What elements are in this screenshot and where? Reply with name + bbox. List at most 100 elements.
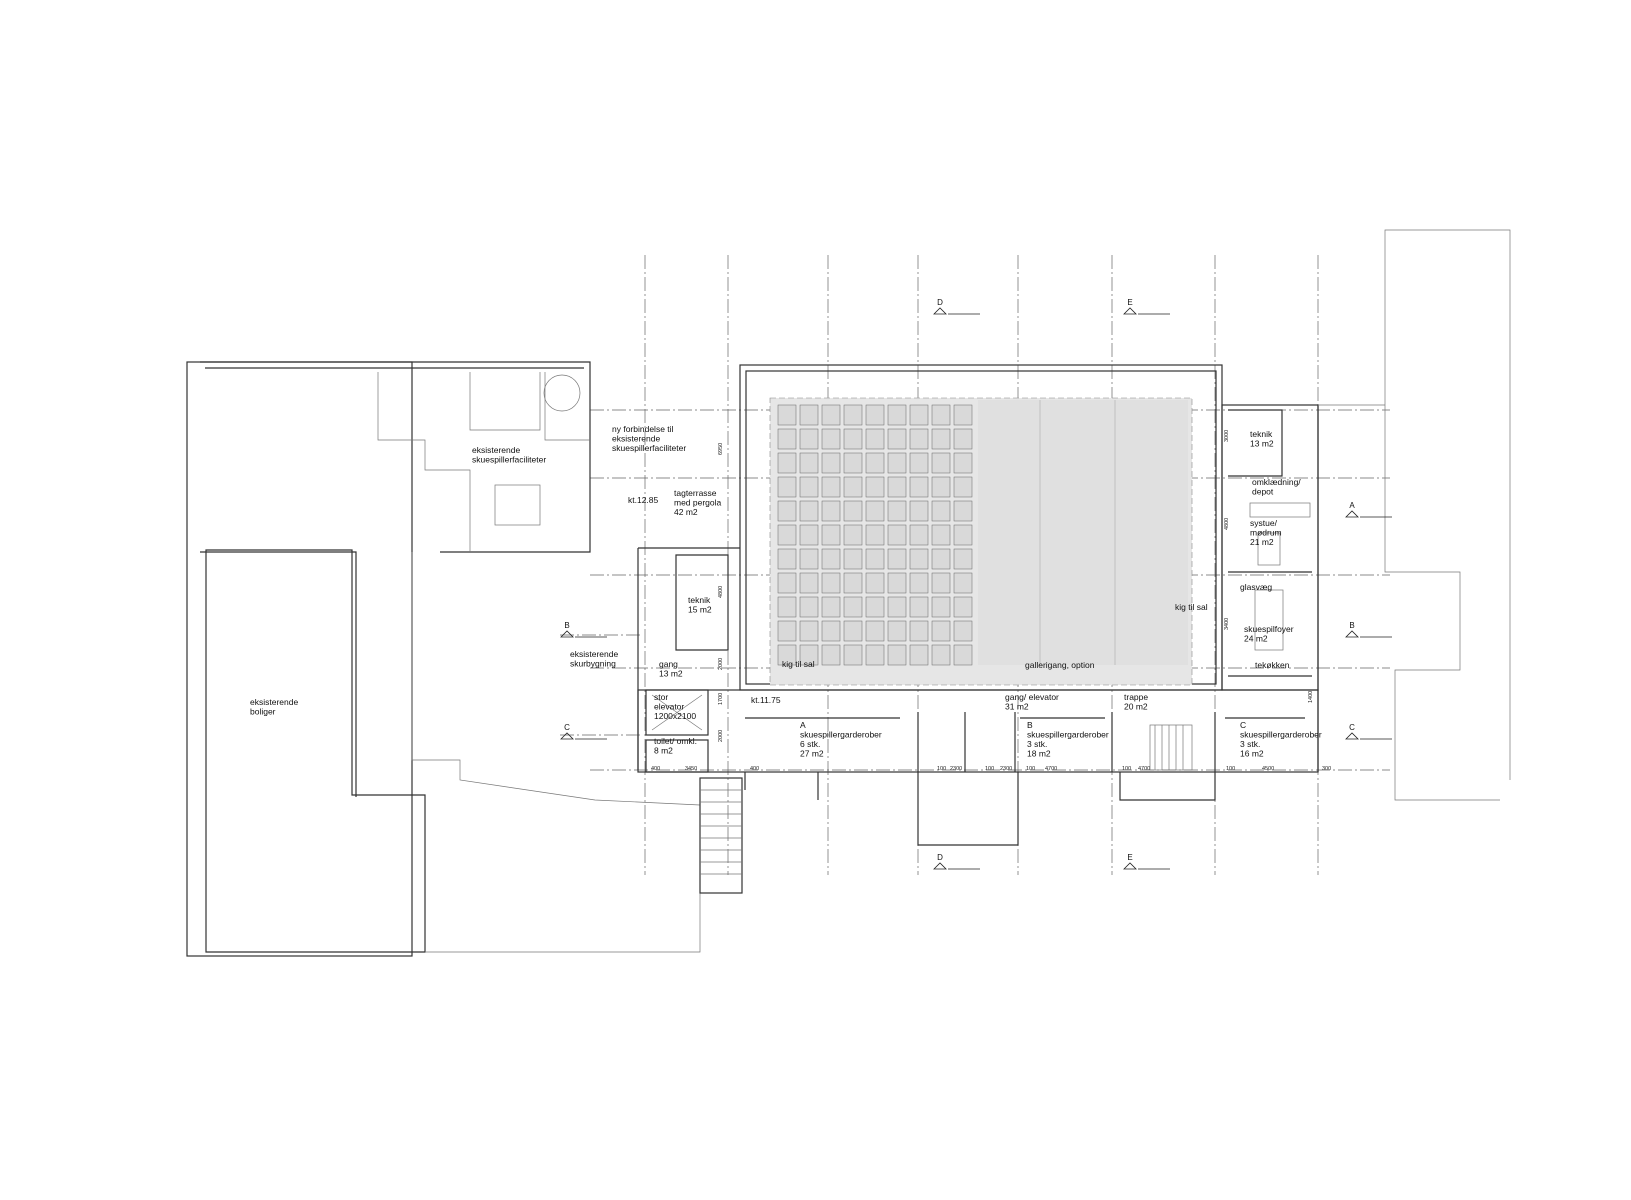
seat-row xyxy=(931,644,951,666)
dimension-label: 2300 xyxy=(1000,766,1012,772)
seat-row xyxy=(931,404,951,426)
seat-row xyxy=(909,524,929,546)
seat-row xyxy=(931,428,951,450)
seat-row xyxy=(931,476,951,498)
seat-row xyxy=(865,644,885,666)
seat-row xyxy=(777,476,797,498)
room-label-line: 27 m2 xyxy=(800,749,824,759)
seat-row xyxy=(843,548,863,570)
section-marker-label: A xyxy=(1349,501,1355,510)
dimension-label: 1700 xyxy=(718,693,724,705)
seat-row xyxy=(953,524,973,546)
existing-housing-outline xyxy=(186,361,413,957)
seat-row xyxy=(887,548,907,570)
seat-row xyxy=(821,404,841,426)
room-label-line: 1200x2100 xyxy=(654,711,696,721)
seat-row xyxy=(887,404,907,426)
room-label-gallerigang: gallerigang, option xyxy=(1025,660,1095,670)
section-marker-label: D xyxy=(937,298,943,307)
seat-row xyxy=(843,500,863,522)
section-marker-label: B xyxy=(564,621,569,630)
room-label-line: kt.11.75 xyxy=(751,695,781,705)
dimension-label: 400 xyxy=(750,766,759,772)
seat-row xyxy=(843,572,863,594)
dimension-label: 4500 xyxy=(1262,766,1274,772)
seat-row xyxy=(821,596,841,618)
dimension-label: 4800 xyxy=(1224,518,1230,530)
seat-row xyxy=(777,596,797,618)
dimension-label: 4700 xyxy=(1045,766,1057,772)
seat-row xyxy=(843,524,863,546)
seat-row xyxy=(887,572,907,594)
seat-row xyxy=(887,500,907,522)
seat-row xyxy=(887,644,907,666)
room-label-line: ny forbindelse til xyxy=(612,424,674,434)
seat-row xyxy=(865,404,885,426)
existing-housing-wall xyxy=(200,551,357,797)
room-label-line: skuespillerfaciliteter xyxy=(472,455,546,465)
seat-row xyxy=(843,596,863,618)
dimension-label: 100 xyxy=(937,766,946,772)
dimension-label: 2000 xyxy=(718,658,724,670)
seat-row xyxy=(799,476,819,498)
seat-row xyxy=(953,500,973,522)
seat-row xyxy=(909,452,929,474)
seat-row xyxy=(865,596,885,618)
seat-row xyxy=(799,452,819,474)
room-label-line: trappe xyxy=(1124,692,1148,702)
existing-housing-inner xyxy=(205,549,426,953)
wall-line xyxy=(377,372,471,552)
elevator-cross xyxy=(651,694,703,731)
room-label-line: 3 stk. xyxy=(1240,739,1260,749)
seat-row xyxy=(887,452,907,474)
room-label-line: skurbygning xyxy=(570,659,616,669)
seat-row xyxy=(865,452,885,474)
seat-row xyxy=(953,428,973,450)
seat-row xyxy=(821,572,841,594)
seat-row xyxy=(909,404,929,426)
existing-facilities-outline xyxy=(200,361,591,553)
seat-row xyxy=(887,428,907,450)
section-marker-label: C xyxy=(1349,723,1355,732)
seat-row xyxy=(931,500,951,522)
dimension-label: 100 xyxy=(1122,766,1131,772)
balcony-walls xyxy=(744,772,1216,846)
seat-row xyxy=(799,404,819,426)
section-marker-icon xyxy=(1345,630,1359,638)
room-label-line: 16 m2 xyxy=(1240,749,1264,759)
wall-line xyxy=(469,372,590,441)
seat-row xyxy=(777,548,797,570)
section-marker-icon xyxy=(933,862,947,870)
section-marker-label: E xyxy=(1127,298,1132,307)
room-label-line: omklædning/ xyxy=(1252,477,1301,487)
dimension-label: 3000 xyxy=(1224,430,1230,442)
existing-shed-outline xyxy=(411,552,701,806)
section-marker-icon xyxy=(560,630,574,638)
seat-row xyxy=(909,500,929,522)
room-label-line: systue/ xyxy=(1250,518,1278,528)
seat-row xyxy=(821,620,841,642)
seat-row xyxy=(865,500,885,522)
walls xyxy=(186,229,1511,957)
seat-row xyxy=(909,620,929,642)
section-marker-icon xyxy=(1345,732,1359,740)
seat-row xyxy=(931,548,951,570)
east-partitions xyxy=(1228,405,1319,772)
room-label-line: eksisterende xyxy=(612,434,660,444)
dimension-label: 300 xyxy=(1322,766,1331,772)
seat-row xyxy=(887,476,907,498)
seat-row xyxy=(953,404,973,426)
seat-row xyxy=(843,428,863,450)
room-label-toilet-omkl: toilet/ omkl.8 m2 xyxy=(654,736,697,756)
table xyxy=(1254,589,1284,651)
